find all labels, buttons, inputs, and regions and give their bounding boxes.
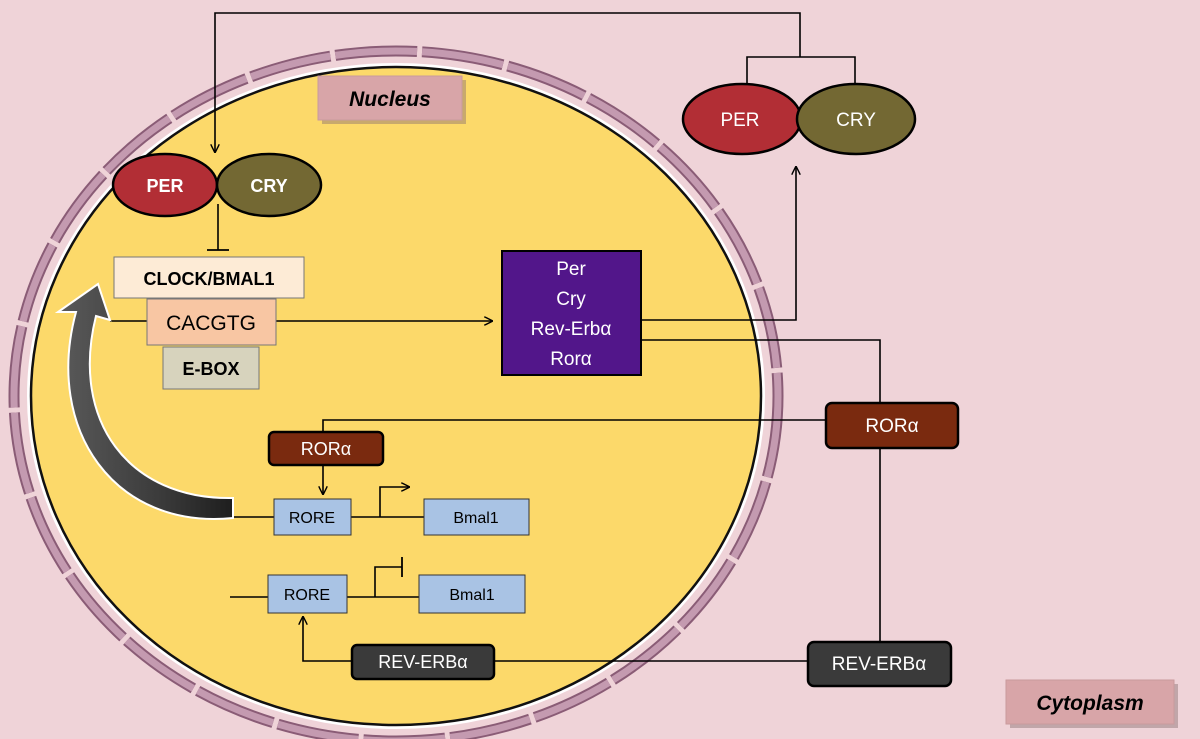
activation-rore-box — [273, 498, 352, 536]
cacgtg-label: CACGTG — [166, 312, 256, 335]
nuclear-ror-label: RORα — [301, 439, 351, 459]
ror-reverb-line — [641, 339, 881, 642]
cytoplasm-label: Cytoplasm — [1036, 692, 1143, 715]
cytoplasmic-cry-label: CRY — [836, 110, 876, 131]
nucleus-label: Nucleus — [349, 88, 431, 111]
target-gene-label: Cry — [556, 289, 586, 310]
cytoplasmic-ror-label: RORα — [865, 416, 918, 437]
ebox-box — [162, 346, 260, 390]
cytoplasmic-ror-box — [824, 401, 960, 450]
nuclear-reverb-box — [350, 643, 496, 681]
cytoplasm-label-box: Cytoplasm — [1005, 679, 1178, 728]
cytoplasmic-reverb-label: REV-ERBα — [832, 654, 926, 675]
target-genes-box — [501, 250, 642, 376]
clock-bmal1-box — [113, 256, 305, 299]
cytoplasmic-per-label: PER — [720, 110, 759, 131]
ror-import-line — [322, 419, 826, 432]
nuclear-cry-oval — [215, 152, 323, 218]
per-cry-export-arrow — [641, 167, 796, 321]
repression-bmal1-label: Bmal1 — [449, 587, 494, 604]
nuclear-cry-label: CRY — [250, 176, 287, 196]
nuclear-per-label: PER — [146, 176, 183, 196]
reverb-binding-arrow — [303, 617, 352, 662]
repression-rore-box — [267, 574, 348, 614]
activation-promoter-arrow — [379, 487, 409, 517]
repression-bmal1-box — [418, 574, 526, 614]
target-gene-label: Rev-Erbα — [531, 319, 612, 340]
cytoplasmic-reverb-box — [806, 640, 953, 688]
target-gene-label: Per — [556, 259, 586, 280]
clock-bmal1-label: CLOCK/BMAL1 — [144, 269, 275, 289]
nuclear-import-arrow — [215, 12, 801, 152]
activation-bmal1-label: Bmal1 — [453, 510, 498, 527]
bmal1-feedback-arrow — [54, 282, 234, 520]
cacgtg-box — [146, 298, 277, 346]
nucleus-label-box: Nucleus — [317, 75, 466, 124]
nuclear-reverb-label: REV-ERBα — [378, 652, 467, 672]
repression-promoter — [374, 566, 402, 597]
per-cry-bracket — [746, 56, 856, 83]
nuclear-ror-box — [267, 430, 385, 467]
activation-rore-label: RORE — [289, 510, 335, 527]
cytoplasmic-cry-oval — [795, 82, 917, 156]
nucleus — [29, 65, 763, 727]
activation-bmal1-box — [423, 498, 530, 536]
target-gene-label: Rorα — [550, 349, 592, 370]
ebox-label: E-BOX — [182, 359, 239, 379]
repression-rore-label: RORE — [284, 587, 330, 604]
